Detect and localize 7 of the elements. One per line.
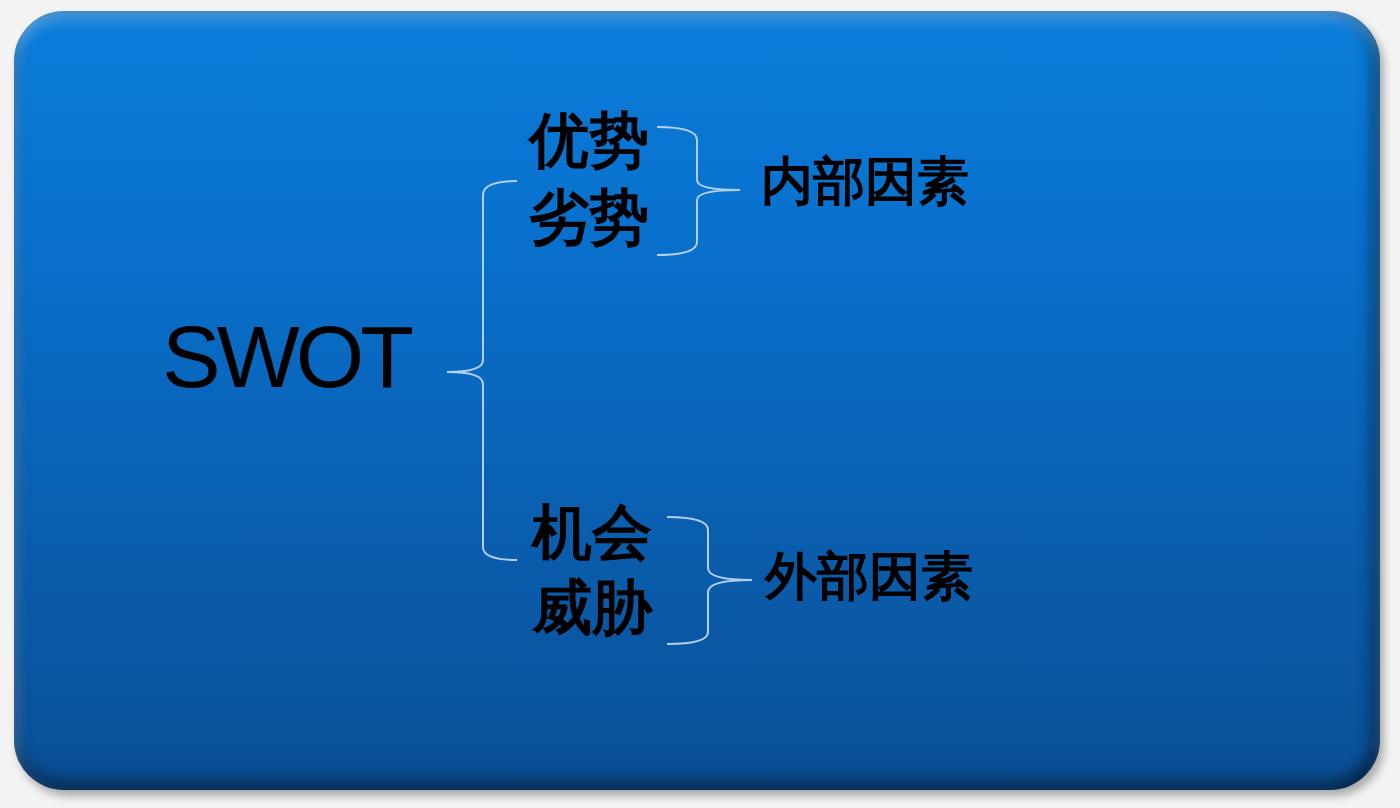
group-label: 外部因素 bbox=[765, 551, 973, 603]
group-label: 内部因素 bbox=[761, 156, 969, 208]
factor-label: 劣势 bbox=[529, 188, 649, 248]
factor-label: 机会 bbox=[532, 503, 652, 563]
factor-label: 优势 bbox=[529, 111, 649, 171]
root-label: SWOT bbox=[162, 313, 410, 401]
factor-label: 威胁 bbox=[532, 578, 652, 638]
